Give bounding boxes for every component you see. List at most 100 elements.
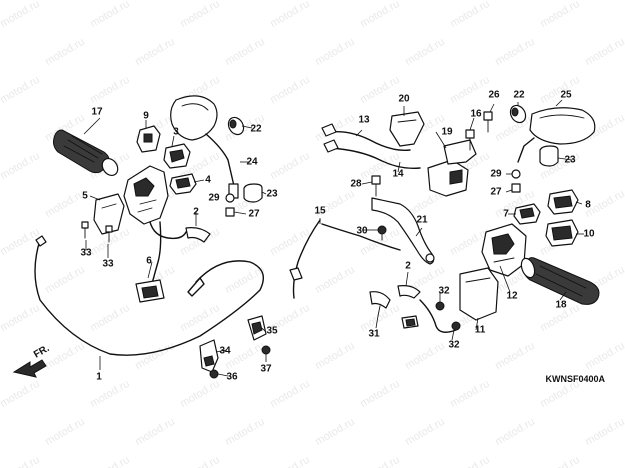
callout-9: 9	[143, 111, 149, 122]
callout-32-b: 32	[448, 340, 460, 351]
callout-33-b: 33	[102, 259, 114, 270]
callout-31: 31	[368, 329, 380, 340]
callout-27-left: 27	[248, 209, 260, 220]
watermark-text: motod.ru	[0, 0, 42, 30]
callout-17: 17	[91, 107, 103, 118]
switch-part-7	[513, 203, 541, 225]
cable-1	[34, 235, 264, 356]
watermark-text: motod.ru	[313, 112, 357, 144]
callout-22-left: 22	[250, 124, 262, 135]
callout-30: 30	[356, 226, 368, 237]
callout-2-left: 2	[193, 207, 199, 218]
left-grip	[53, 129, 119, 176]
watermark-text: motod.ru	[448, 454, 492, 468]
watermark-text: motod.ru	[88, 302, 132, 334]
watermark-text: motod.ru	[358, 454, 402, 468]
diagram-code: KWNSF0400A	[545, 374, 605, 384]
watermark-text: motod.ru	[493, 340, 537, 372]
left-switch-housing	[123, 165, 187, 240]
switch-part-9	[136, 125, 161, 153]
callout-27-right: 27	[490, 187, 502, 198]
watermark-text: motod.ru	[403, 36, 447, 68]
callout-14: 14	[392, 169, 404, 180]
switch-part-10	[545, 219, 579, 247]
callout-1: 1	[96, 372, 102, 383]
callout-5: 5	[82, 191, 88, 202]
watermark-text: motod.ru	[583, 416, 625, 448]
callout-7: 7	[503, 209, 509, 220]
left-switch-harness	[135, 221, 165, 303]
right-switch-harness	[401, 299, 457, 333]
screw-37	[261, 345, 271, 355]
callout-11: 11	[475, 325, 486, 336]
left-mirror	[170, 95, 239, 199]
brake-lever-21	[371, 197, 435, 265]
watermark-text: motod.ru	[133, 340, 177, 372]
callout-24: 24	[246, 157, 258, 168]
bolt-16	[465, 129, 475, 151]
callout-20: 20	[398, 94, 410, 105]
throttle-cable-15	[289, 219, 401, 299]
watermark-text: motod.ru	[0, 454, 42, 468]
right-cap-23	[539, 145, 559, 167]
screw-36	[209, 369, 219, 379]
watermark-text: motod.ru	[0, 378, 42, 410]
watermark-text: motod.ru	[448, 378, 492, 410]
watermark-text: motod.ru	[88, 0, 132, 30]
callout-6: 6	[146, 256, 152, 267]
callout-28: 28	[350, 179, 362, 190]
watermark-text: motod.ru	[43, 188, 87, 220]
callout-35: 35	[266, 326, 278, 337]
right-grip-18	[520, 257, 600, 305]
callout-29-right: 29	[490, 169, 502, 180]
screw-33-b	[105, 225, 113, 243]
callout-25: 25	[560, 90, 572, 101]
watermark-text: motod.ru	[88, 454, 132, 468]
watermark-text: motod.ru	[493, 416, 537, 448]
watermark-text: motod.ru	[493, 36, 537, 68]
watermark-text: motod.ru	[0, 74, 42, 106]
watermark-text: motod.ru	[313, 340, 357, 372]
callout-34: 34	[219, 346, 231, 357]
watermark-text: motod.ru	[88, 74, 132, 106]
watermark-text: motod.ru	[178, 302, 222, 334]
watermark-text: motod.ru	[538, 0, 582, 30]
front-direction-arrow: FR.	[12, 343, 52, 378]
watermark-text: motod.ru	[0, 302, 42, 334]
watermark-text: motod.ru	[43, 416, 87, 448]
callout-26: 26	[488, 90, 500, 101]
callout-29-left: 29	[208, 193, 220, 204]
watermark-text: motod.ru	[268, 378, 312, 410]
cover-20	[389, 111, 425, 147]
watermark-text: motod.ru	[178, 454, 222, 468]
callout-32-a: 32	[438, 286, 450, 297]
watermark-text: motod.ru	[313, 416, 357, 448]
callout-3: 3	[173, 127, 179, 138]
watermark-text: motod.ru	[583, 36, 625, 68]
clip-31	[369, 291, 391, 317]
callout-12: 12	[506, 291, 518, 302]
wire-band-2-right	[397, 285, 421, 299]
callout-8: 8	[585, 200, 591, 211]
watermark-text: motod.ru	[268, 454, 312, 468]
callout-23-left: 23	[266, 189, 278, 200]
watermark-text: motod.ru	[448, 74, 492, 106]
callout-2-right: 2	[405, 261, 411, 272]
screw-33-a	[81, 221, 89, 239]
right-bolt-27	[511, 183, 521, 193]
right-nut-29	[511, 169, 521, 179]
callout-36: 36	[226, 372, 238, 383]
watermark-text: motod.ru	[43, 36, 87, 68]
callout-15: 15	[314, 206, 326, 217]
bracket-34	[199, 339, 219, 373]
right-switch-housing-12	[481, 223, 527, 277]
watermark-text: motod.ru	[313, 264, 357, 296]
callout-23-right: 23	[564, 155, 576, 166]
left-cap-23	[243, 183, 263, 203]
watermark-text: motod.ru	[268, 0, 312, 30]
switch-cover-11	[459, 267, 499, 321]
switch-part-8	[547, 189, 579, 215]
brake-master-19	[427, 139, 477, 197]
